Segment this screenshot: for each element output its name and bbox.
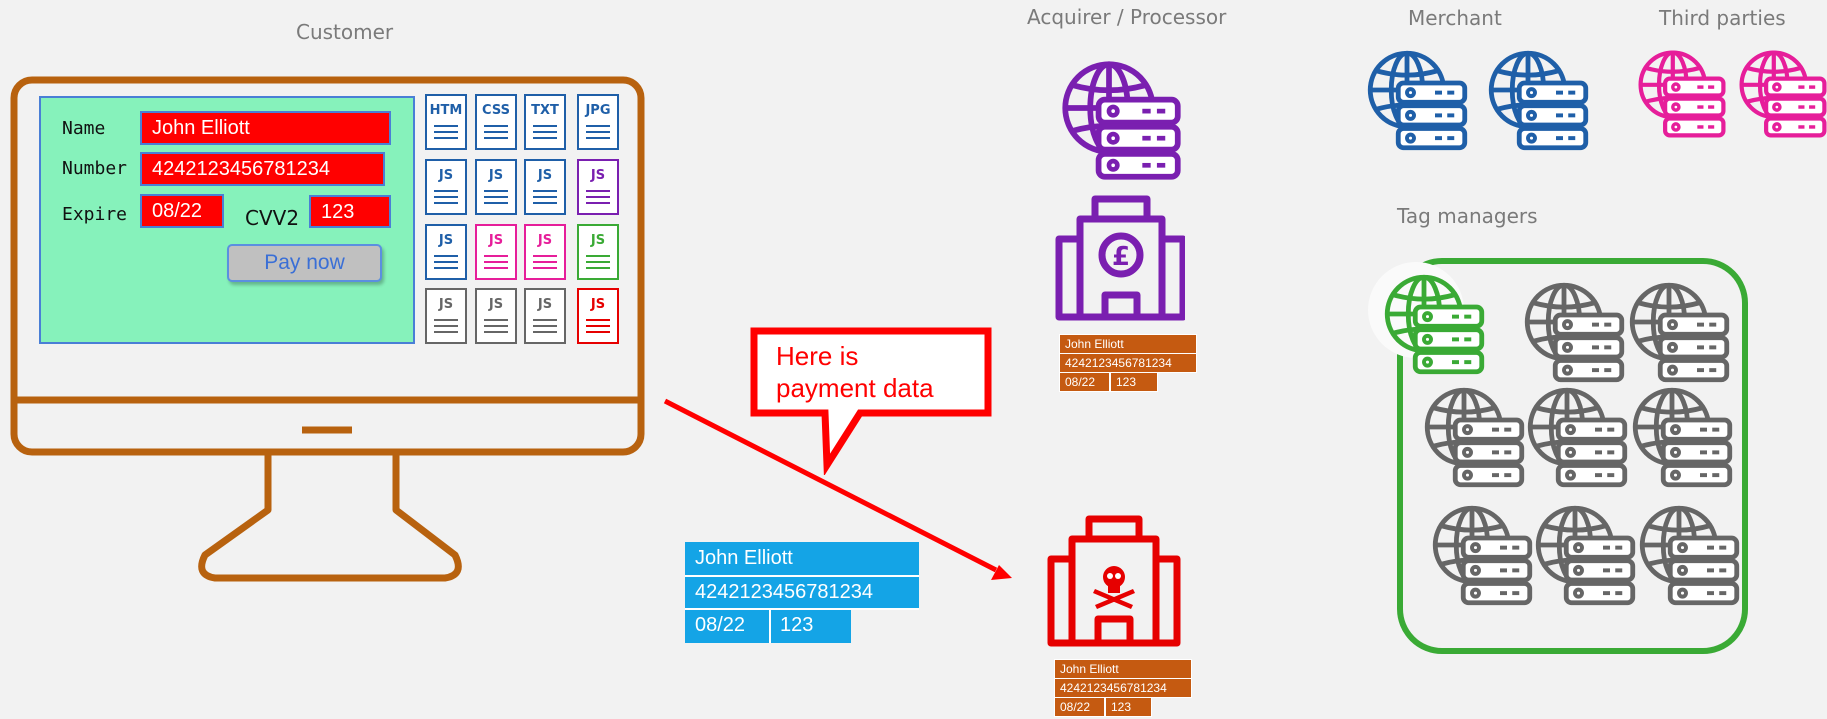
third-party-server-icon-2 [1737, 48, 1827, 140]
third-party-server-icon-1 [1636, 48, 1728, 140]
acquirer-header: Acquirer / Processor [1027, 5, 1227, 29]
tag-manager-server-icon [1382, 272, 1487, 377]
third-parties-header: Third parties [1659, 6, 1786, 30]
cvv-label: CVV2 [245, 206, 300, 230]
name-label: Name [62, 118, 106, 139]
gray-server-icon [1637, 503, 1742, 608]
card-number-field[interactable]: 4242123456781234 [140, 152, 385, 186]
file-tile-label: JS [438, 168, 454, 183]
file-tile: JS [524, 159, 566, 215]
callout-bubble [750, 327, 992, 475]
acquirer-name: John Elliott [1059, 334, 1197, 354]
file-tile: JS [425, 288, 467, 344]
file-tile: JS [524, 224, 566, 280]
merchant-server-icon-2 [1486, 48, 1591, 153]
payment-form: Name John Elliott Number 424212345678123… [39, 96, 415, 344]
file-tile-label: JS [438, 233, 454, 248]
merchant-server-icon-1 [1365, 48, 1470, 153]
file-tile: JS [475, 159, 517, 215]
file-tile-label: HTM [429, 103, 463, 118]
tag-managers-header: Tag managers [1397, 204, 1538, 228]
callout-line-1: Here is [776, 341, 859, 371]
callout-line-2: payment data [776, 373, 934, 403]
expire-field[interactable]: 08/22 [140, 194, 224, 228]
gray-server-icon [1522, 280, 1627, 385]
file-tile: JS [475, 224, 517, 280]
gray-server-icon [1627, 280, 1732, 385]
file-tile-label: JS [537, 297, 553, 312]
gray-server-icon [1430, 503, 1535, 608]
file-tile-label: CSS [482, 103, 510, 118]
acquirer-server-icon [1059, 58, 1184, 183]
gray-server-icon [1533, 503, 1638, 608]
monitor-icon [10, 76, 645, 582]
file-tile-label: JPG [585, 103, 611, 118]
customer-header: Customer [296, 20, 394, 44]
file-tile: JS [524, 288, 566, 344]
file-tile: JS [577, 288, 619, 344]
file-tile: JS [425, 224, 467, 280]
file-tile-label: JS [590, 233, 606, 248]
file-tile-label: JS [537, 233, 553, 248]
file-tile: JS [577, 159, 619, 215]
acquirer-number: 4242123456781234 [1059, 353, 1197, 373]
file-tile-label: JS [488, 233, 504, 248]
file-tile-label: JS [537, 168, 553, 183]
skull-building-icon [1047, 515, 1181, 647]
attacker-number: 4242123456781234 [1054, 678, 1192, 698]
bank-pound-icon: £ [1055, 195, 1185, 321]
acquirer-cvv: 123 [1110, 372, 1158, 392]
attacker-name: John Elliott [1054, 659, 1192, 679]
stolen-number: 4242123456781234 [685, 576, 919, 609]
file-tile: JS [475, 288, 517, 344]
svg-text:£: £ [1112, 242, 1130, 272]
file-tile-label: JS [438, 297, 454, 312]
attacker-cvv: 123 [1105, 697, 1152, 717]
acquirer-expire: 08/22 [1059, 372, 1110, 392]
tag-manager-container [1397, 258, 1748, 654]
file-tile-label: JS [488, 297, 504, 312]
file-tile-label: JS [488, 168, 504, 183]
file-tile-label: JS [590, 168, 606, 183]
expire-label: Expire [62, 204, 128, 225]
merchant-header: Merchant [1408, 6, 1502, 30]
file-tile: JS [577, 224, 619, 280]
stolen-name: John Elliott [685, 542, 919, 576]
file-tile-label: JS [590, 297, 606, 312]
gray-server-icon [1525, 385, 1630, 490]
file-tile: HTM [425, 94, 467, 150]
callout-text: Here is payment data [776, 340, 934, 404]
file-tile: TXT [524, 94, 566, 150]
attacker-expire: 08/22 [1054, 697, 1105, 717]
name-field[interactable]: John Elliott [140, 111, 391, 145]
stolen-cvv: 123 [770, 609, 851, 643]
number-label: Number [62, 158, 128, 179]
file-tile-label: TXT [531, 103, 559, 118]
cvv-field[interactable]: 123 [309, 195, 391, 228]
stolen-expire: 08/22 [685, 609, 770, 643]
file-tile: CSS [475, 94, 517, 150]
gray-server-icon [1630, 385, 1735, 490]
file-tile: JS [425, 159, 467, 215]
gray-server-icon [1422, 385, 1527, 490]
file-tile: JPG [577, 94, 619, 150]
pay-now-button[interactable]: Pay now [227, 244, 382, 282]
